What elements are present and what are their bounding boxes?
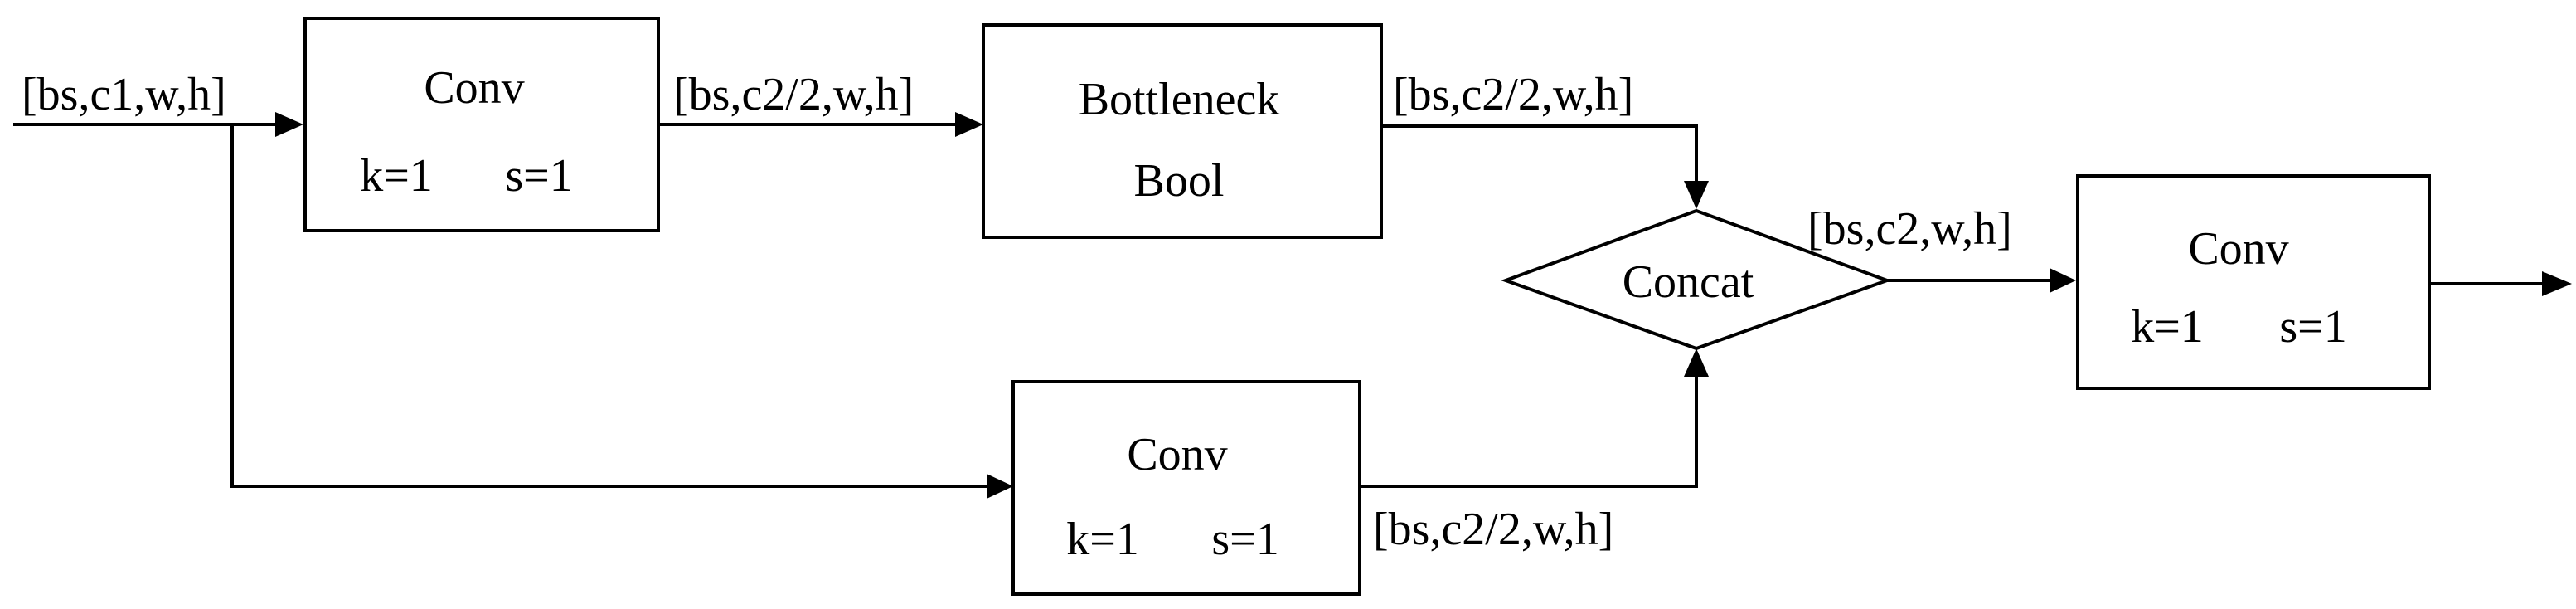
bottleneck-to-concat-shape-label: [bs,c2/2,w,h] bbox=[1393, 69, 1633, 120]
conv-top-box bbox=[303, 17, 660, 232]
conv-bottom-to-concat-arrowhead bbox=[1684, 348, 1709, 377]
concat-diamond bbox=[1501, 208, 1892, 351]
conv-bottom-s: s=1 bbox=[1211, 514, 1278, 565]
conv-right-box bbox=[2076, 174, 2431, 390]
conv-bottom-k: k=1 bbox=[1066, 514, 1139, 565]
conv-top-k: k=1 bbox=[360, 150, 433, 202]
input-arrowhead bbox=[275, 112, 303, 137]
conv-right-k: k=1 bbox=[2131, 301, 2204, 353]
conv-top-title: Conv bbox=[424, 62, 524, 114]
concat-to-conv-shape-label: [bs,c2,w,h] bbox=[1807, 203, 2012, 255]
bottleneck-line1: Bottleneck bbox=[1079, 74, 1280, 125]
conv-bottom-title: Conv bbox=[1127, 429, 1227, 480]
bottleneck-to-concat-wire bbox=[1381, 124, 1698, 181]
input-shape-label: [bs,c1,w,h] bbox=[22, 69, 226, 120]
branch-arrowhead bbox=[987, 474, 1013, 499]
branch-wire bbox=[230, 124, 987, 488]
bottleneck-box bbox=[982, 23, 1383, 239]
conv-bottom-box bbox=[1011, 380, 1361, 596]
conv-to-bottleneck-arrowhead bbox=[955, 112, 983, 137]
conv-right-title: Conv bbox=[2188, 223, 2288, 275]
output-arrowhead bbox=[2542, 271, 2572, 296]
conv-to-bottleneck-shape-label: [bs,c2/2,w,h] bbox=[673, 69, 914, 120]
concat-label: Concat bbox=[1623, 256, 1754, 308]
bottleneck-line2: Bool bbox=[1134, 155, 1225, 207]
bottleneck-to-concat-arrowhead bbox=[1684, 181, 1709, 209]
conv-bottom-to-concat-wire bbox=[1360, 377, 1698, 488]
conv-right-s: s=1 bbox=[2279, 301, 2346, 353]
conv-top-s: s=1 bbox=[505, 150, 572, 202]
conv-bottom-to-concat-shape-label: [bs,c2/2,w,h] bbox=[1373, 504, 1613, 555]
concat-to-conv-arrowhead bbox=[2050, 268, 2076, 293]
